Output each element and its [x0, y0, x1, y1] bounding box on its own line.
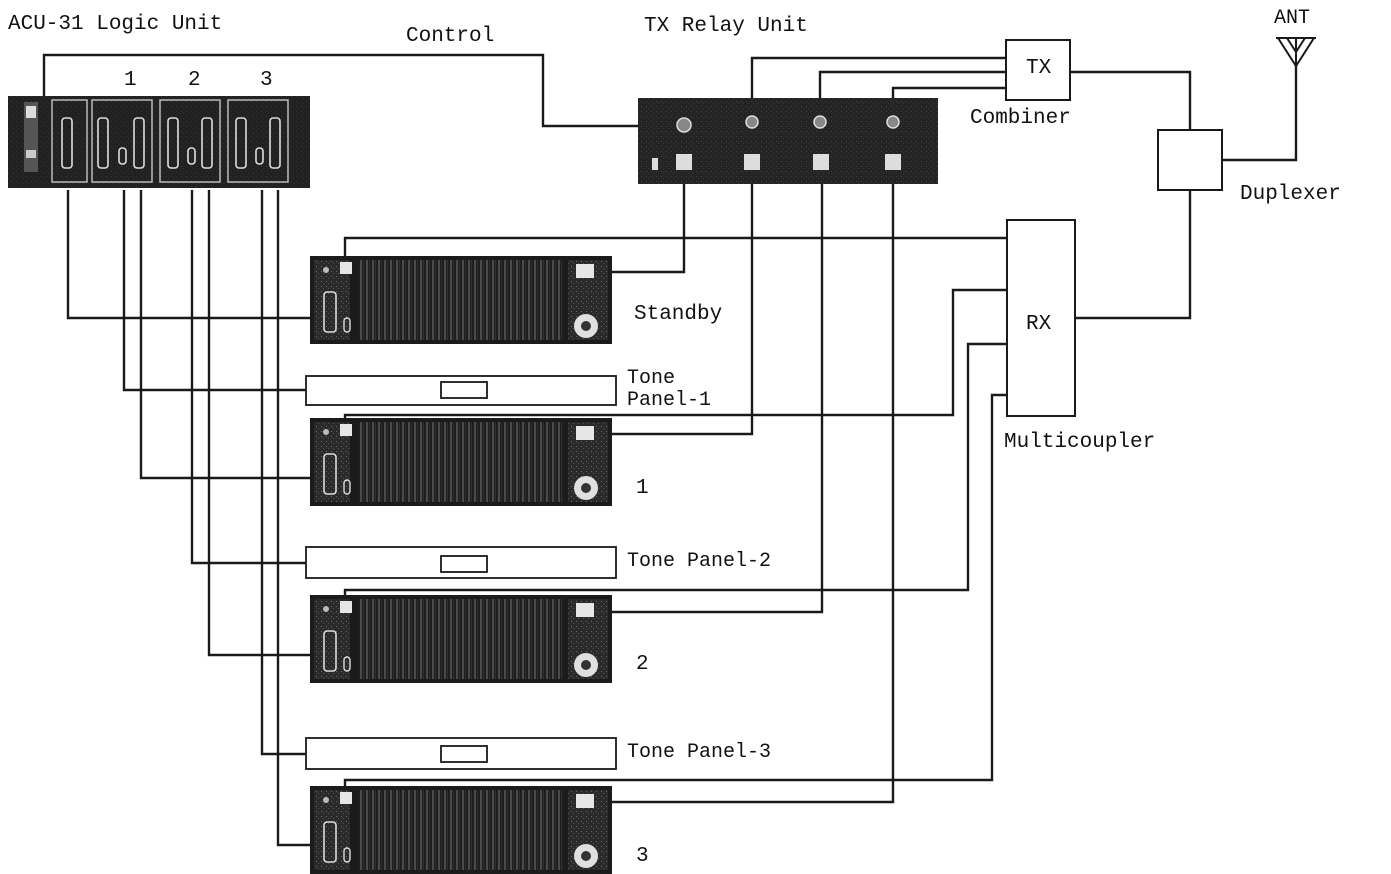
control-label: Control — [406, 26, 494, 48]
tx-label: TX — [1026, 58, 1051, 80]
radio-3 — [310, 786, 612, 874]
duplexer-label: Duplexer — [1240, 184, 1341, 206]
radio-2 — [310, 595, 612, 683]
tone-panel-3-label: Tone Panel-3 — [627, 742, 771, 764]
wire-logic-standby — [68, 190, 312, 318]
relay-unit-label: TX Relay Unit — [644, 16, 808, 38]
acu31-logic-unit — [8, 96, 310, 188]
slot-2-label: 2 — [188, 70, 201, 92]
tone-panel-1-label-line2: Panel-1 — [627, 390, 711, 412]
ant-label: ANT — [1274, 8, 1310, 30]
multicoupler-label: Multicoupler — [1004, 432, 1155, 454]
wire-duplexer-ant — [1222, 65, 1296, 160]
tone-panel-1 — [306, 376, 616, 405]
duplexer-box — [1158, 130, 1222, 190]
antenna-icon — [1276, 38, 1316, 66]
tone-panel-1-label-line1: Tone — [627, 368, 675, 390]
rx-label: RX — [1026, 314, 1051, 336]
radio-standby — [310, 256, 612, 344]
radio-2-label: 2 — [636, 654, 649, 676]
slot-1-label: 1 — [124, 70, 137, 92]
wire-duplexer-rx — [1075, 190, 1190, 318]
radio-1 — [310, 418, 612, 506]
tx-relay-unit — [638, 98, 938, 184]
radio-3-label: 3 — [636, 846, 649, 868]
combiner-label: Combiner — [970, 108, 1071, 130]
tone-panel-2-label: Tone Panel-2 — [627, 551, 771, 573]
wire-slot2-radio2 — [209, 190, 312, 655]
logic-unit-label: ACU-31 Logic Unit — [8, 14, 222, 36]
tone-panel-2 — [306, 547, 616, 578]
radio-1-label: 1 — [636, 478, 649, 500]
slot-3-label: 3 — [260, 70, 273, 92]
tone-panel-3 — [306, 738, 616, 769]
wire-slot1-radio1 — [141, 190, 312, 478]
wire-combiner-duplexer — [1070, 72, 1190, 130]
standby-label: Standby — [634, 304, 722, 326]
